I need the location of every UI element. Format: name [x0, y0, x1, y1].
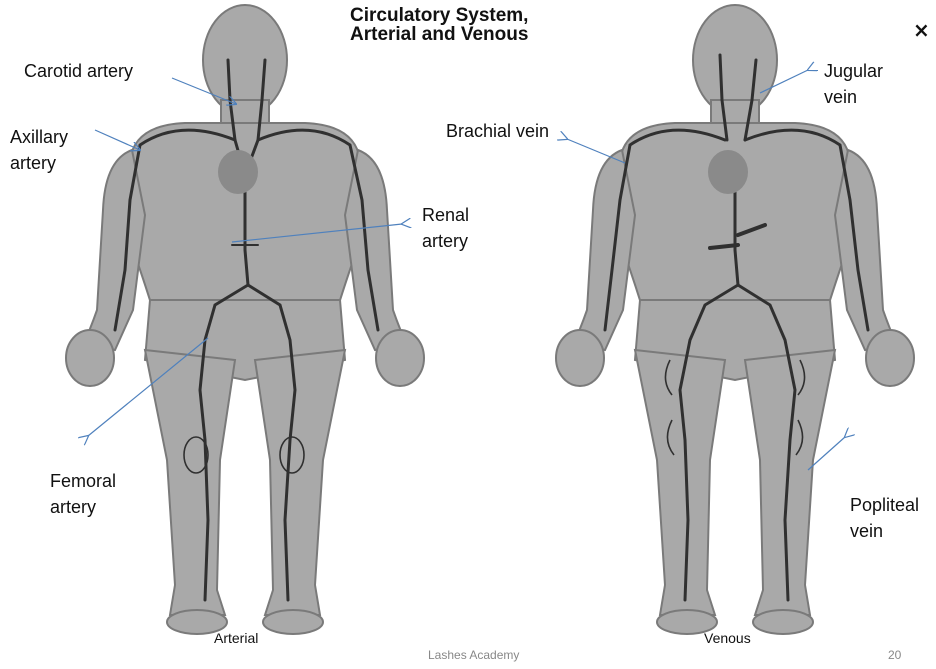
label-femoral-line-2: artery: [50, 494, 116, 520]
label-jugular-vein: Jugular vein: [824, 58, 883, 110]
label-femoral-artery: Femoral artery: [50, 468, 116, 520]
label-popliteal-line-2: vein: [850, 518, 919, 544]
arterial-figure: [66, 5, 424, 634]
label-jugular-line-1: Jugular: [824, 58, 883, 84]
label-popliteal-line-1: Popliteal: [850, 492, 919, 518]
label-renal-line-1: Renal: [422, 202, 469, 228]
label-femoral-line-1: Femoral: [50, 468, 116, 494]
label-brachial-vein: Brachial vein: [446, 118, 549, 144]
diagram-title: Circulatory System, Arterial and Venous: [350, 6, 630, 44]
arrow-axillary: [95, 130, 140, 150]
caption-venous: Venous: [704, 630, 751, 646]
label-axillary-line-1: Axillary: [10, 124, 68, 150]
close-icon[interactable]: ×: [913, 20, 930, 40]
label-jugular-line-2: vein: [824, 84, 883, 110]
page-number: 20: [888, 648, 901, 662]
arrow-brachial: [567, 139, 625, 163]
label-axillary-artery: Axillary artery: [10, 124, 68, 176]
title-line-1: Circulatory System,: [350, 6, 630, 25]
label-carotid-artery: Carotid artery: [24, 58, 133, 84]
label-popliteal-vein: Popliteal vein: [850, 492, 919, 544]
caption-arterial: Arterial: [214, 630, 258, 646]
label-renal-artery: Renal artery: [422, 202, 469, 254]
label-renal-line-2: artery: [422, 228, 469, 254]
title-line-2: Arterial and Venous: [350, 25, 630, 44]
label-axillary-line-2: artery: [10, 150, 68, 176]
footer-text: Lashes Academy: [428, 648, 519, 662]
